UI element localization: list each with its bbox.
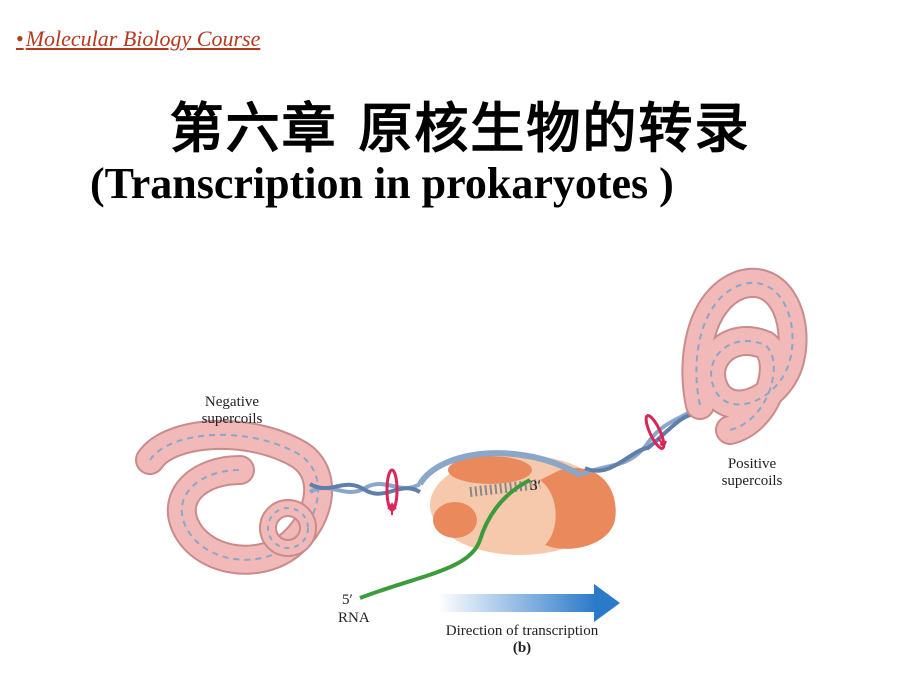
direction-label: Direction of transcription bbox=[446, 623, 599, 639]
panel-label: (b) bbox=[513, 640, 531, 656]
chapter-title-chinese: 第六章 原核生物的转录 bbox=[169, 97, 751, 160]
negative-label-line1: Negative bbox=[205, 394, 259, 410]
rna-strand bbox=[359, 478, 531, 600]
twist-marker-left bbox=[385, 468, 399, 515]
direction-arrow bbox=[438, 584, 620, 622]
dna-helix-right bbox=[579, 403, 702, 477]
three-prime-label: 3′ bbox=[530, 478, 541, 494]
negative-supercoils bbox=[135, 419, 334, 575]
course-link-text[interactable]: Molecular Biology Course bbox=[25, 26, 261, 51]
course-link[interactable]: •Molecular Biology Course bbox=[16, 26, 260, 52]
five-prime-label: 5′ bbox=[342, 592, 353, 608]
rna-label: RNA bbox=[338, 610, 370, 626]
negative-label-line2: supercoils bbox=[202, 411, 263, 427]
positive-label-line1: Positive bbox=[728, 456, 777, 472]
bullet: • bbox=[16, 26, 24, 51]
positive-supercoils bbox=[681, 267, 808, 445]
chapter-title-english: (Transcription in prokaryotes ) bbox=[90, 159, 674, 208]
twist-marker-right bbox=[644, 414, 667, 450]
positive-label-line2: supercoils bbox=[722, 473, 783, 489]
dna-helix-left bbox=[308, 482, 422, 496]
rna-polymerase bbox=[417, 450, 616, 555]
